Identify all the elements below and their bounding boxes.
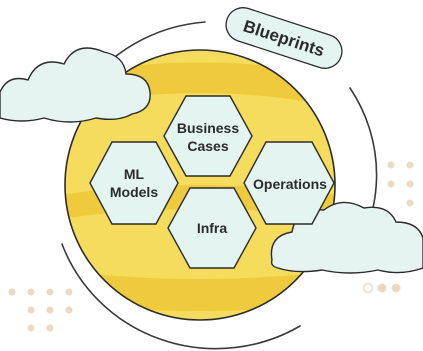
hexagon-infra: Infra bbox=[167, 187, 257, 269]
dot-grid-right bbox=[387, 161, 414, 207]
hexagon-business-cases-label-1: Business bbox=[177, 120, 239, 136]
hexagon-business-cases: Business Cases bbox=[163, 95, 253, 177]
hexagon-operations-label: Operations bbox=[253, 176, 327, 192]
cloud-top-left bbox=[0, 47, 151, 123]
hexagon-business-cases-label-2: Cases bbox=[187, 138, 228, 154]
hexagon-ml-models-label-1: ML bbox=[124, 166, 145, 182]
hexagon-ml-models: ML Models bbox=[89, 141, 179, 225]
hexagon-operations: Operations bbox=[243, 141, 335, 225]
dot-grid-left bbox=[8, 288, 73, 332]
hexagon-ml-models-label-2: Models bbox=[110, 184, 158, 200]
dot-cluster-right bbox=[362, 282, 401, 294]
hexagon-infra-label: Infra bbox=[197, 220, 228, 236]
